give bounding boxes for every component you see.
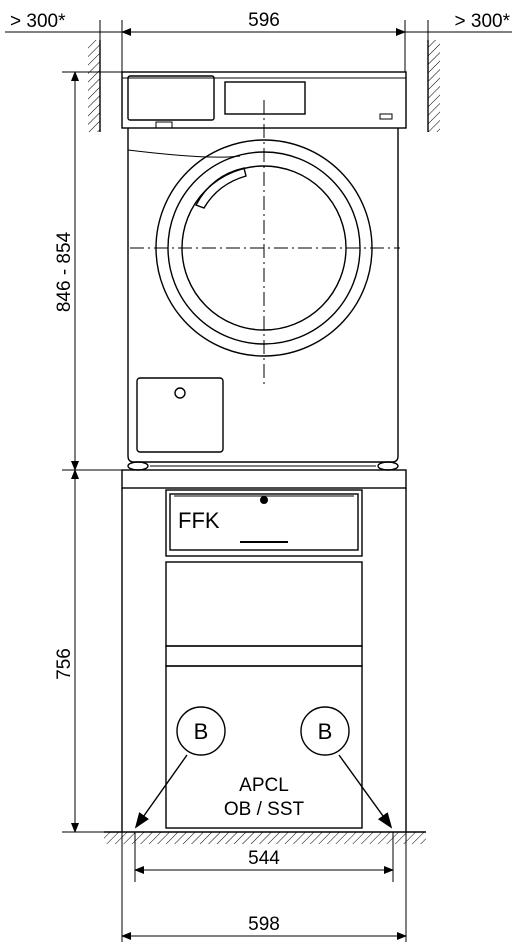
filter-access-panel bbox=[136, 377, 224, 453]
drawer-label: FFK bbox=[178, 508, 220, 533]
callout-right-label: B bbox=[318, 719, 333, 744]
display-window bbox=[224, 81, 306, 115]
base-compartment bbox=[165, 665, 363, 829]
filter-access-screw bbox=[174, 387, 186, 399]
side-clearance-left-label: > 300* bbox=[10, 11, 66, 32]
dryer-foot-left bbox=[127, 461, 149, 471]
dryer-unit bbox=[121, 71, 407, 471]
callout-left-circle bbox=[176, 706, 226, 756]
pedestal-height-label: 756 bbox=[54, 648, 75, 680]
dryer-body bbox=[127, 128, 399, 463]
compartment-handle bbox=[155, 121, 173, 129]
inner-width-label: 544 bbox=[248, 848, 280, 869]
drawer-front bbox=[169, 493, 359, 551]
floor bbox=[104, 831, 426, 844]
pedestal-unit: FFK B B APCL OB / SST bbox=[121, 469, 407, 832]
door-handle bbox=[195, 167, 247, 209]
wall-right-hatch bbox=[428, 40, 440, 132]
front-panel-contour bbox=[127, 149, 241, 158]
bottom-dimension-rows: 544 598 bbox=[121, 832, 407, 942]
detergent-compartment bbox=[127, 75, 215, 121]
wall-left-hatch bbox=[88, 40, 100, 132]
callout-right-leader bbox=[338, 754, 393, 829]
drawer-frame bbox=[165, 489, 363, 557]
upper-compartment bbox=[165, 561, 363, 647]
callout-right-circle bbox=[300, 706, 350, 756]
dryer-height-label: 846 - 854 bbox=[54, 231, 75, 312]
option-label-line2: OB / SST bbox=[224, 799, 305, 820]
callout-left-label: B bbox=[194, 719, 209, 744]
option-label-line1: APCL bbox=[239, 775, 289, 796]
callout-left-leader bbox=[134, 754, 188, 829]
left-dimension-column: 846 - 854 756 bbox=[54, 71, 140, 833]
drawer-knob bbox=[260, 496, 268, 504]
base-width-label: 598 bbox=[248, 914, 280, 935]
pedestal-top-plate bbox=[121, 469, 407, 489]
compartment-divider bbox=[165, 645, 363, 667]
dryer-foot-right bbox=[377, 461, 399, 471]
walls bbox=[88, 40, 440, 132]
top-dimension-row: > 300* 596 > 300* bbox=[5, 10, 512, 72]
status-indicator bbox=[379, 113, 393, 120]
floor-hatch bbox=[104, 832, 426, 844]
side-clearance-right-label: > 300* bbox=[455, 11, 511, 32]
top-width-label: 596 bbox=[248, 10, 280, 31]
